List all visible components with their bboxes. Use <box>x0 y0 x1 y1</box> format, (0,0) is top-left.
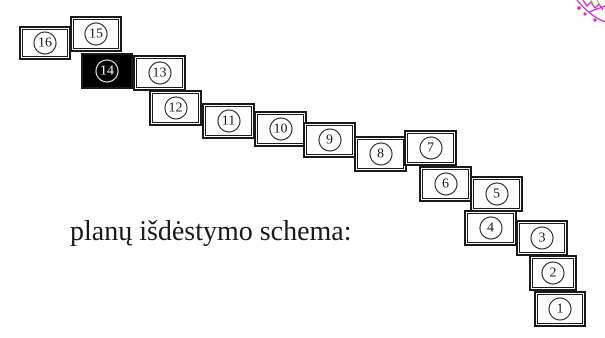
panel-number: 1 <box>548 297 572 321</box>
panel-number: 3 <box>530 226 554 250</box>
panel-2: 2 <box>529 255 577 291</box>
panel-6: 6 <box>419 166 472 202</box>
panel-7: 7 <box>404 130 457 166</box>
panel-number: 8 <box>369 142 392 166</box>
corner-decoration-icon <box>576 0 605 23</box>
panel-number: 15 <box>84 22 108 46</box>
panel-8: 8 <box>354 136 407 172</box>
panel-number: 12 <box>164 96 187 120</box>
panel-4: 4 <box>464 210 517 246</box>
panel-3: 3 <box>516 220 568 256</box>
panel-10: 10 <box>254 111 307 147</box>
panel-1: 1 <box>534 291 586 327</box>
panel-number: 14 <box>95 59 119 83</box>
panel-number: 10 <box>269 117 292 141</box>
panel-14: 14 <box>81 53 133 89</box>
panel-number: 7 <box>419 136 442 160</box>
panel-13: 13 <box>133 55 186 91</box>
panel-12: 12 <box>149 90 202 126</box>
panel-number: 13 <box>148 61 171 85</box>
panel-9: 9 <box>303 122 356 158</box>
panel-number: 4 <box>479 216 502 240</box>
panel-number: 11 <box>217 109 240 133</box>
diagram-caption: planų išdėstymo schema: <box>70 216 352 247</box>
panel-16: 16 <box>19 26 71 60</box>
panel-15: 15 <box>70 16 122 52</box>
panel-number: 16 <box>33 31 57 55</box>
panel-number: 9 <box>318 128 341 152</box>
panel-11: 11 <box>202 103 255 139</box>
panel-number: 6 <box>434 172 457 196</box>
panel-number: 5 <box>485 182 508 206</box>
panel-number: 2 <box>541 261 565 285</box>
panel-5: 5 <box>470 176 523 212</box>
